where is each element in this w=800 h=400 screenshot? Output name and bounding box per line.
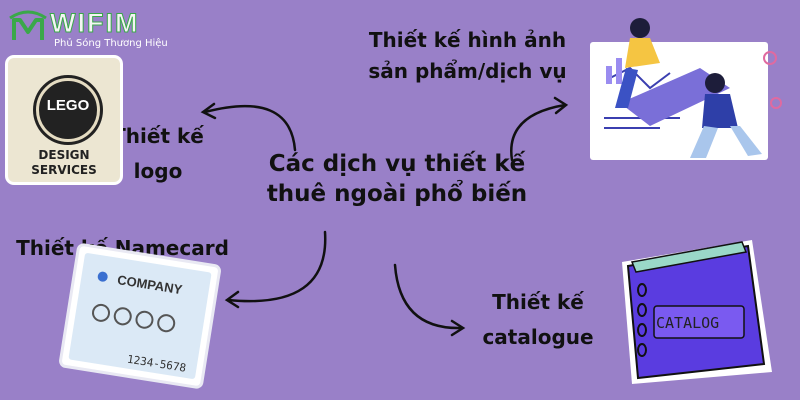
logo-label-line1: Thiết kế xyxy=(112,124,204,148)
product-service-label: Thiết kế hình ảnh sản phẩm/dịch vụ xyxy=(345,28,590,84)
arrow-to-logo-head xyxy=(200,102,217,120)
logo-card-text-line1: DESIGN xyxy=(38,148,90,162)
arrow-to-namecard-head xyxy=(224,290,240,309)
arrow-to-catalogue xyxy=(393,263,464,330)
logo-badge: LEGO xyxy=(36,78,100,142)
namecard-dot-icon xyxy=(96,270,109,283)
arrow-to-logo xyxy=(203,104,297,152)
catalog-cover-text: CATALOG xyxy=(656,314,720,332)
wifi-signal-icon xyxy=(9,10,47,40)
brand-tagline: Phủ Sóng Thương Hiệu xyxy=(54,38,168,49)
arrow-to-product xyxy=(510,103,567,162)
namecard-circle-icon xyxy=(90,302,112,324)
logo-service-label: Thiết kế logo xyxy=(108,124,208,184)
catalogue-label-line2: catalogue xyxy=(482,325,594,349)
catalogue-service-label: Thiết kế catalogue xyxy=(468,290,608,350)
logo-badge-text: LEGO xyxy=(46,97,90,114)
product-label-line1: Thiết kế hình ảnh xyxy=(368,28,567,52)
logo-label-line2: logo xyxy=(133,159,183,183)
logo-design-illustration: LEGO DESIGN SERVICES xyxy=(8,58,120,182)
arrow-to-namecard xyxy=(226,230,327,303)
catalog-illustration: CATALOG xyxy=(612,232,782,390)
brand-logo: WIFIM Phủ Sóng Thương Hiệu xyxy=(8,6,188,50)
namecard-circle-icon xyxy=(155,312,177,334)
catalog-book-icon xyxy=(622,240,772,384)
namecard-company-text: COMPANY xyxy=(116,272,184,298)
namecard-number-text: 1234-5678 xyxy=(126,352,188,375)
diagram-center-title: Các dịch vụ thiết kế thuê ngoài phổ biến xyxy=(266,151,528,207)
namecard-circle-icon xyxy=(112,306,134,327)
catalogue-label-line1: Thiết kế xyxy=(492,290,584,314)
designers-illustration xyxy=(604,18,782,158)
namecard-illustration: COMPANY 1234-5678 xyxy=(61,245,219,387)
product-label-line2: sản phẩm/dịch vụ xyxy=(368,59,567,83)
brand-name: WIFIM xyxy=(49,8,140,39)
arrow-to-catalogue-head xyxy=(450,319,466,337)
arrow-to-product-head xyxy=(553,96,569,115)
logo-card-text-line2: SERVICES xyxy=(31,163,97,177)
namecard-circle-icon xyxy=(134,309,155,331)
